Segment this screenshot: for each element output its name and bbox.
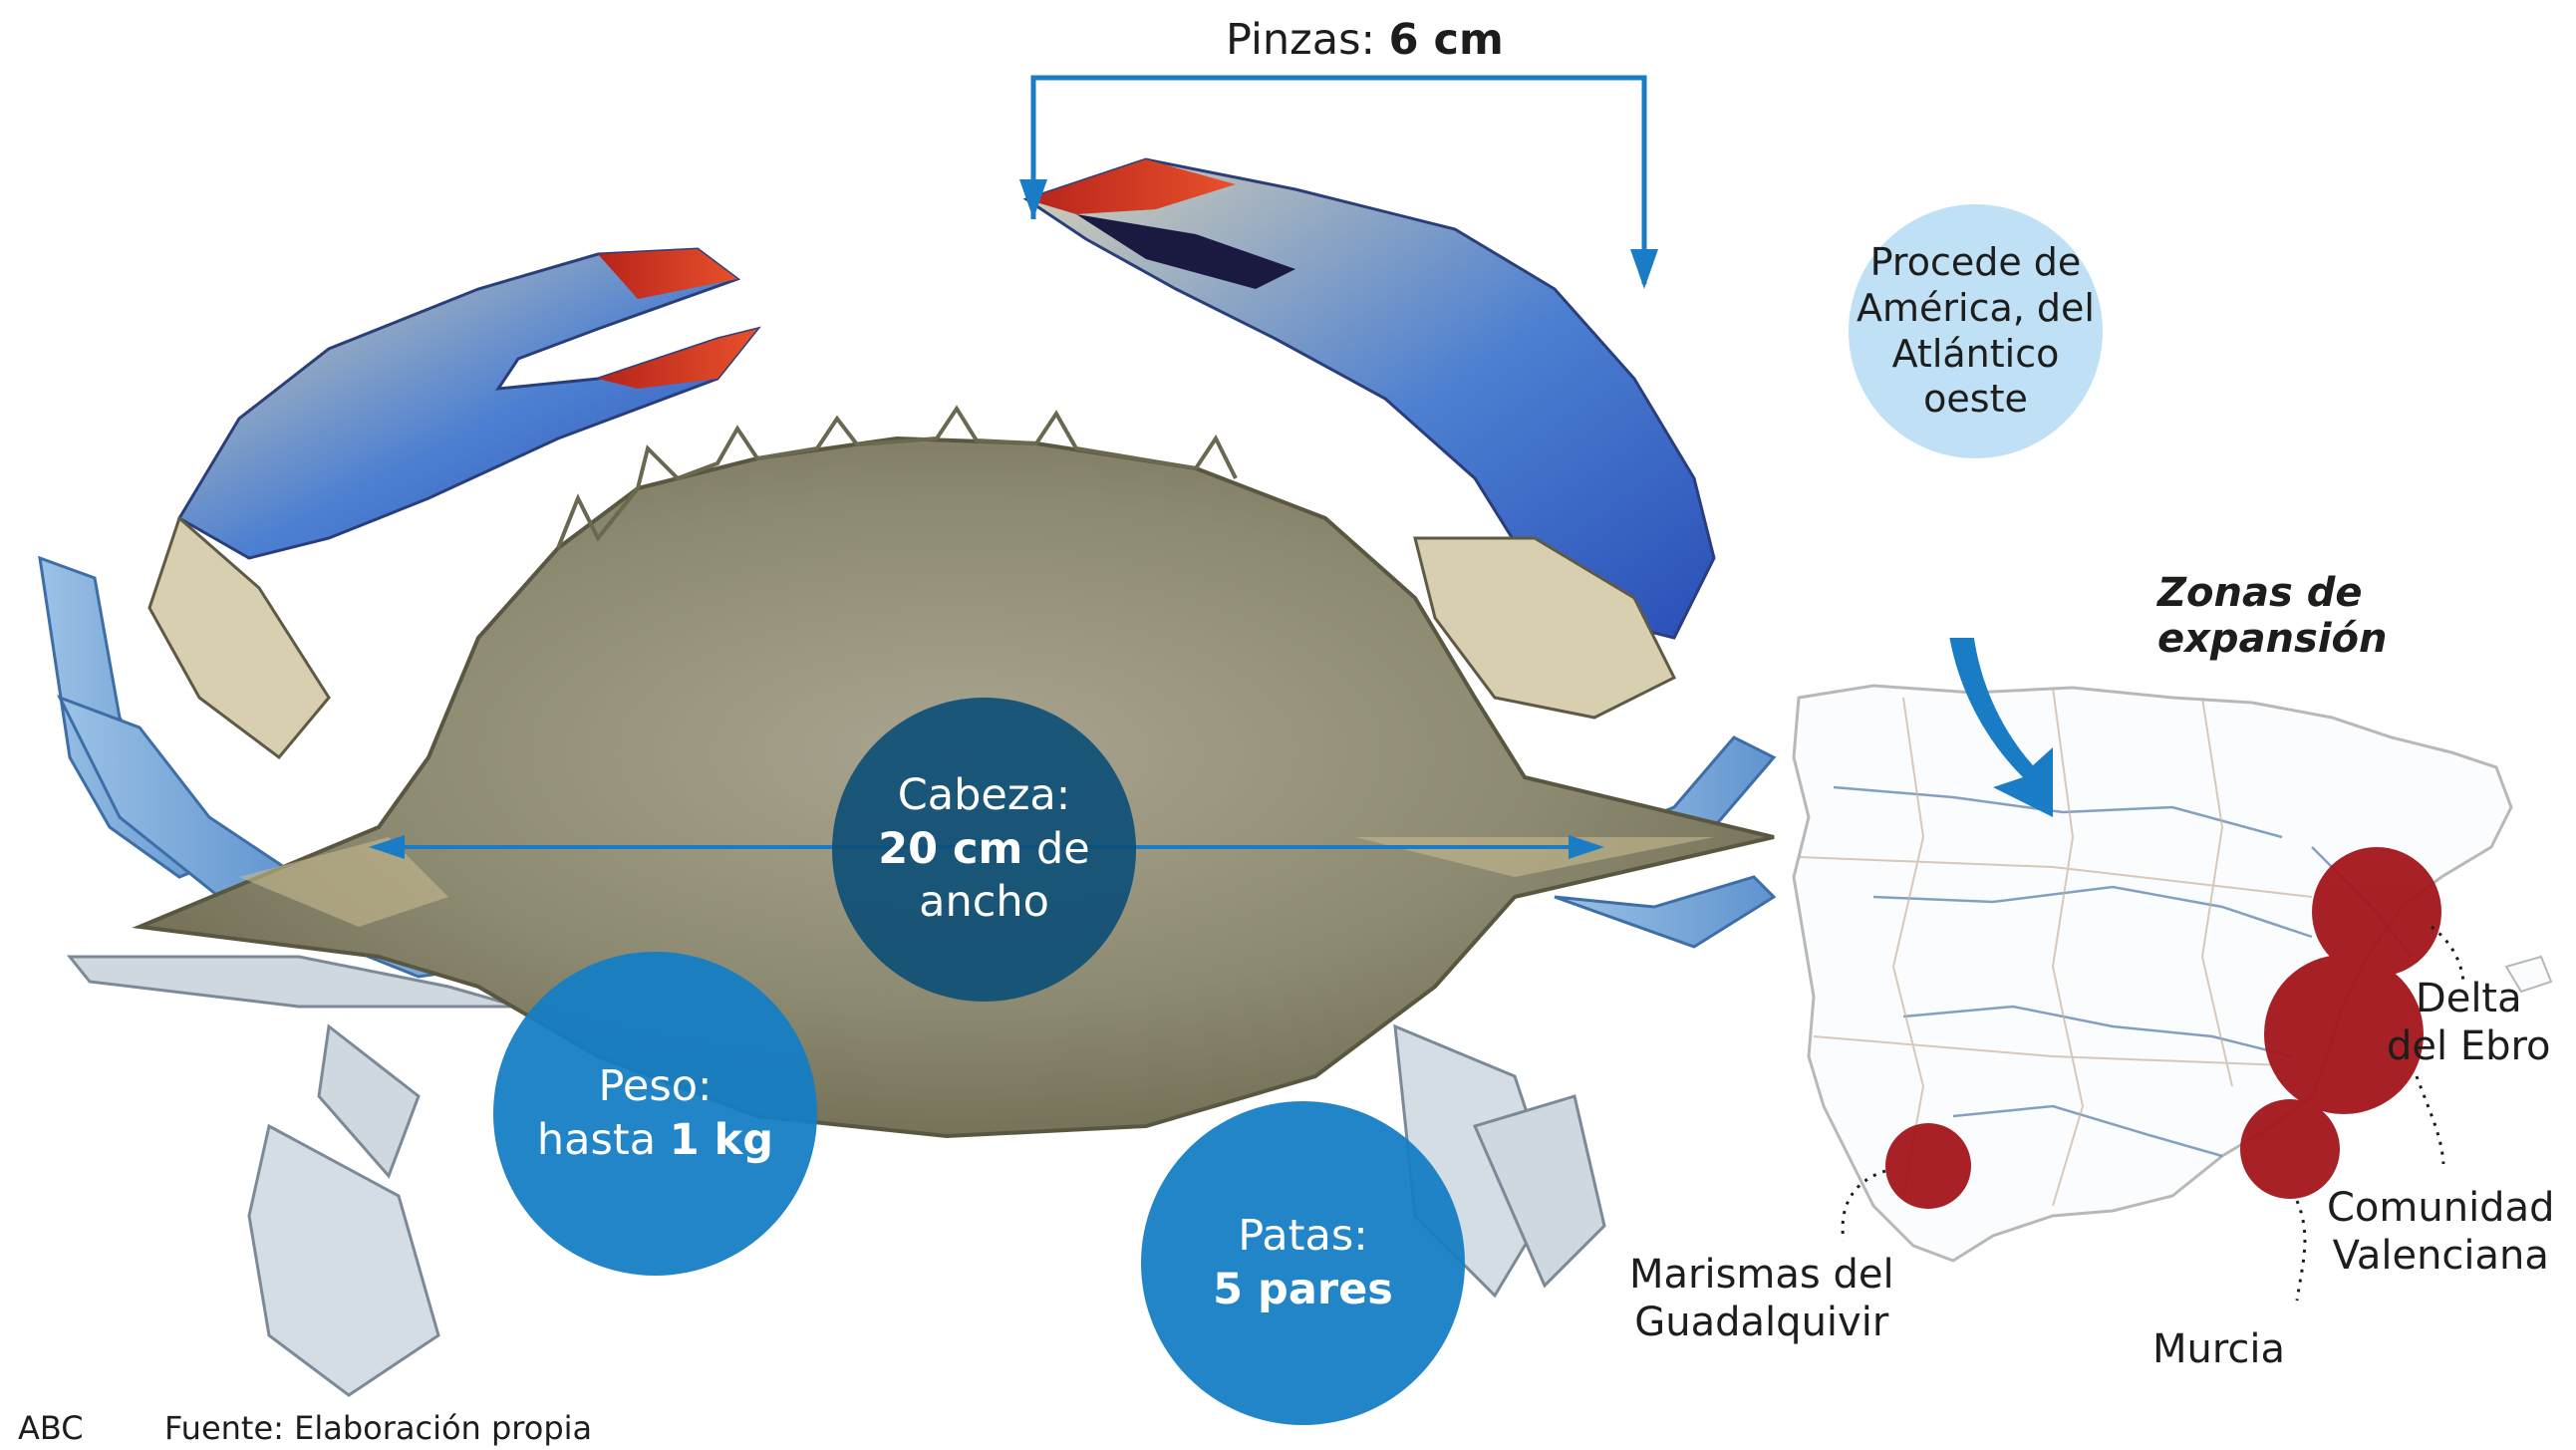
iberia-map bbox=[1792, 638, 2553, 1302]
origin-bubble: Procede de América, del Atlántico oeste bbox=[1849, 204, 2103, 458]
head-width-bubble: Cabeza: 20 cm de ancho bbox=[832, 698, 1136, 1002]
weight-bubble: Peso: hasta 1 kg bbox=[493, 952, 817, 1276]
head-measure: 20 cm de bbox=[878, 823, 1090, 877]
weight-value: 1 kg bbox=[669, 1114, 774, 1165]
zone-ebro bbox=[2312, 847, 2441, 977]
balearic-islands bbox=[2504, 955, 2553, 994]
left-claw bbox=[147, 247, 761, 760]
expansion-zones bbox=[1885, 847, 2441, 1209]
head-value: 20 cm bbox=[878, 823, 1023, 874]
origin-arrow bbox=[1949, 638, 2053, 817]
zone-guadalquivir bbox=[1885, 1123, 1971, 1209]
claw-measure-bracket bbox=[1019, 75, 1658, 289]
zone-murcia bbox=[2240, 1099, 2340, 1199]
right-claw bbox=[1022, 157, 1716, 720]
footer-credit: ABC bbox=[18, 1409, 84, 1447]
label-marismas-guadalquivir: Marismas del Guadalquivir bbox=[1629, 1251, 1894, 1346]
map-title: Zonas de expansión bbox=[2157, 570, 2388, 662]
weight-measure: hasta 1 kg bbox=[537, 1114, 773, 1168]
zone-valencia bbox=[2264, 955, 2424, 1114]
legs-bubble: Patas: 5 pares bbox=[1141, 1101, 1465, 1425]
region-borders bbox=[1798, 687, 2313, 1207]
origin-line3: Atlántico bbox=[1891, 331, 2060, 376]
leader-lines bbox=[1841, 925, 2465, 1302]
ebro-line2: del Ebro bbox=[2387, 1023, 2551, 1069]
legs-value: 5 pares bbox=[1213, 1264, 1393, 1314]
head-line3: ancho bbox=[919, 877, 1049, 928]
head-suffix: de bbox=[1036, 823, 1090, 874]
ebro-line1: Delta bbox=[2415, 976, 2522, 1021]
guadalquivir-line2: Guadalquivir bbox=[1634, 1300, 1889, 1345]
origin-line2: América, del bbox=[1857, 285, 2095, 330]
weight-prefix: hasta bbox=[536, 1114, 657, 1165]
label-delta-ebro: Delta del Ebro bbox=[2387, 975, 2551, 1070]
weight-label: Peso: bbox=[598, 1060, 713, 1111]
label-comunidad-valenciana: Comunidad Valenciana bbox=[2327, 1184, 2554, 1280]
label-murcia: Murcia bbox=[2152, 1326, 2286, 1372]
crab-illustration bbox=[38, 157, 1777, 1397]
origin-line1: Procede de bbox=[1869, 240, 2082, 285]
claws-value: 6 cm bbox=[1388, 15, 1504, 65]
footer-source: Fuente: Elaboración propia bbox=[164, 1409, 593, 1447]
head-label: Cabeza: bbox=[897, 769, 1071, 820]
claws-label: Pinzas: bbox=[1226, 15, 1375, 65]
legs-label: Patas: bbox=[1238, 1210, 1368, 1261]
swim-legs bbox=[66, 955, 1606, 1397]
valencia-line1: Comunidad bbox=[2327, 1185, 2555, 1231]
valencia-line2: Valenciana bbox=[2332, 1233, 2549, 1279]
origin-line4: oeste bbox=[1923, 377, 2028, 422]
guadalquivir-line1: Marismas del bbox=[1629, 1252, 1894, 1298]
claws-measure-label: Pinzas: 6 cm bbox=[1226, 14, 1504, 66]
